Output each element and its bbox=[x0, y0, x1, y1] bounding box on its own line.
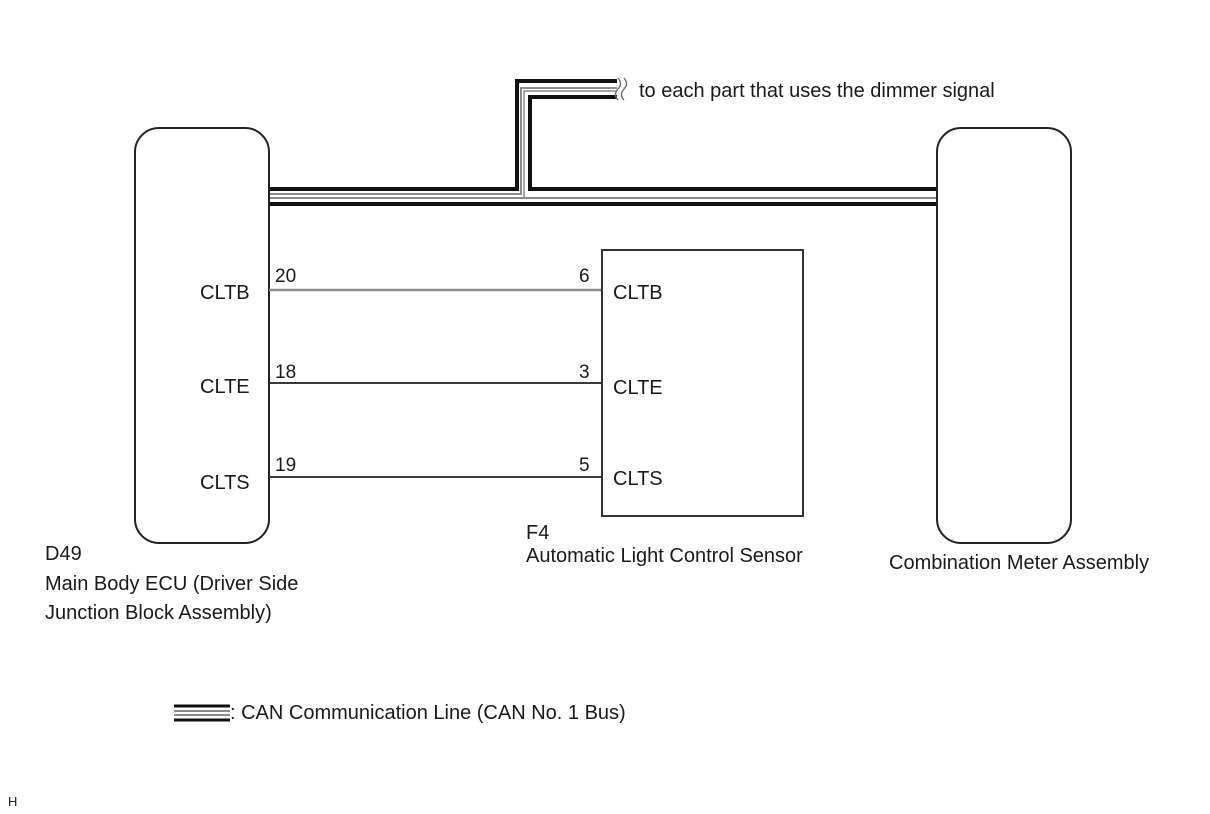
legend-text: : CAN Communication Line (CAN No. 1 Bus) bbox=[230, 702, 626, 724]
sensor-pin-number-5: 5 bbox=[579, 455, 590, 476]
ecu-pin-label-clts: CLTS bbox=[200, 472, 250, 494]
sensor-pin-label-clte: CLTE bbox=[613, 377, 663, 399]
can-bus-line-gray-a bbox=[269, 87, 617, 195]
main-body-ecu-box[interactable] bbox=[134, 127, 270, 544]
ecu-name-line1: Main Body ECU (Driver Side bbox=[45, 573, 298, 595]
ecu-pin-number-18: 18 bbox=[275, 362, 296, 383]
sensor-pin-number-3: 3 bbox=[579, 362, 590, 383]
can-bus-line-gray-c bbox=[523, 90, 617, 198]
ecu-name-line2: Junction Block Assembly) bbox=[45, 602, 272, 624]
ecu-pin-label-cltb: CLTB bbox=[200, 282, 250, 304]
wire-break-icon bbox=[614, 77, 622, 101]
sensor-pin-label-cltb: CLTB bbox=[613, 282, 663, 304]
ecu-pin-label-clte: CLTE bbox=[200, 376, 250, 398]
sensor-pin-number-6: 6 bbox=[579, 266, 590, 287]
combination-meter-name: Combination Meter Assembly bbox=[889, 552, 1149, 574]
branch-note: to each part that uses the dimmer signal bbox=[639, 80, 995, 102]
light-sensor-box[interactable] bbox=[601, 249, 804, 517]
sensor-code: F4 bbox=[526, 522, 549, 544]
corner-mark: H bbox=[8, 794, 17, 809]
sensor-pin-label-clts: CLTS bbox=[613, 468, 663, 490]
can-bus-legend-icon bbox=[174, 704, 230, 722]
can-bus-main bbox=[269, 77, 938, 206]
wire-break-icon-2 bbox=[620, 77, 628, 101]
ecu-pin-number-20: 20 bbox=[275, 266, 296, 287]
can-bus-line-inner bbox=[528, 95, 938, 191]
ecu-code: D49 bbox=[45, 543, 82, 565]
ecu-pin-number-19: 19 bbox=[275, 455, 296, 476]
combination-meter-box[interactable] bbox=[936, 127, 1072, 544]
sensor-name: Automatic Light Control Sensor bbox=[526, 545, 803, 567]
can-bus-line-outer bbox=[269, 79, 617, 191]
